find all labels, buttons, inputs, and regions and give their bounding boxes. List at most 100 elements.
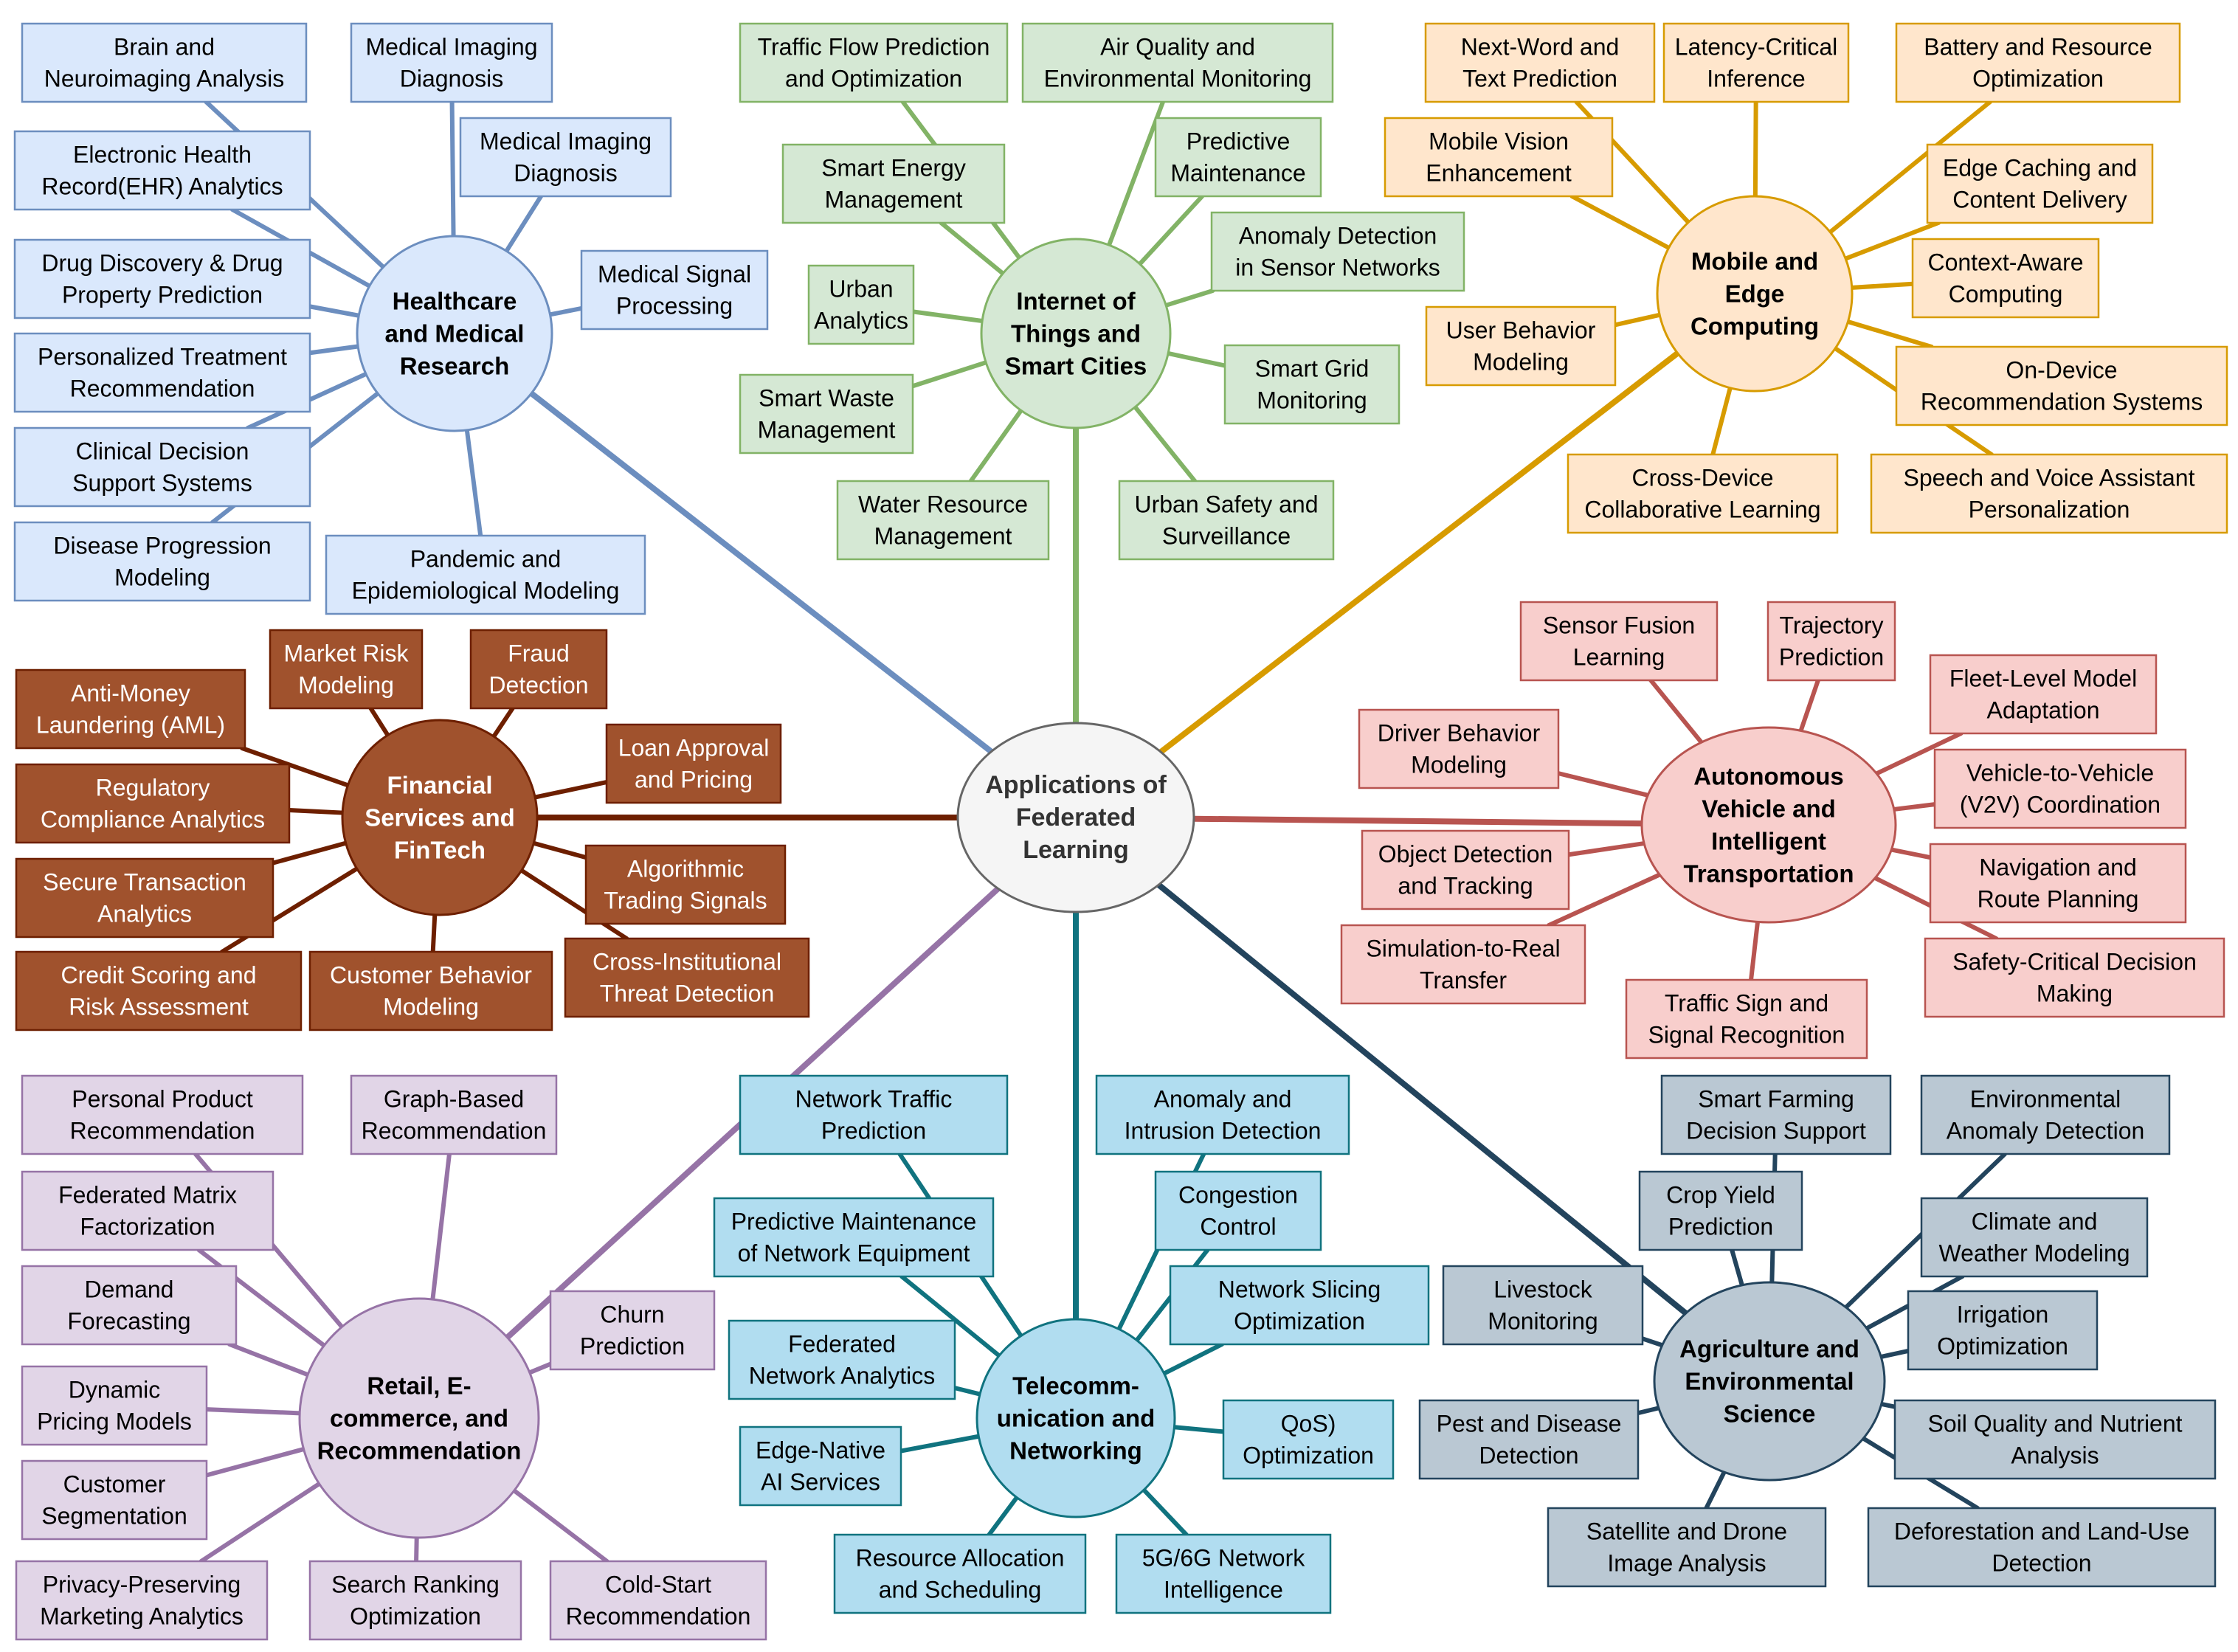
leaf-box	[269, 629, 424, 710]
leaf-box	[1638, 1170, 1803, 1251]
hub-iot-line-3: Smart Cities	[1005, 353, 1147, 380]
leaf-mobile-1-line-1: Next-Word and	[1461, 34, 1620, 61]
leaf-mobile-2-line-1: Latency-Critical	[1675, 34, 1838, 61]
leaf-iot-10-line-1: Urban Safety and	[1134, 491, 1318, 518]
leaf-agriculture-9-line-2: Image Analysis	[1607, 1550, 1766, 1577]
leaf-box	[15, 1560, 269, 1641]
leaf-box	[469, 629, 608, 710]
leaf-healthcare-8-line-2: Support Systems	[72, 470, 252, 497]
leaf-finance-5-line-2: Compliance Analytics	[41, 806, 265, 833]
leaf-box	[836, 480, 1050, 561]
spoke-finance-2	[491, 706, 515, 739]
spoke-telecom-4	[899, 1274, 1002, 1358]
leaf-box	[1660, 1074, 1892, 1155]
spoke-healthcare-5	[308, 304, 362, 318]
hub-telecom-line-3: Networking	[1009, 1437, 1142, 1465]
spoke-iot-5	[1164, 288, 1215, 308]
leaf-retail-9-line-1: Search Ranking	[331, 1572, 500, 1598]
hub-circle	[1656, 195, 1854, 393]
spoke-agriculture-7	[1636, 1406, 1661, 1416]
leaf-healthcare-2-line-1: Medical Imaging	[366, 34, 538, 61]
leaf-box	[1926, 143, 2154, 224]
leaf-telecom-9-line-1: Resource Allocation	[856, 1545, 1065, 1572]
leaf-box	[549, 1290, 716, 1371]
leaf-telecom-2-line-1: Anomaly and	[1154, 1086, 1292, 1113]
spoke-retail-10	[511, 1488, 609, 1563]
leaf-iot-7-line-1: Smart Grid	[1255, 356, 1370, 382]
spoke-iot-7	[1166, 350, 1227, 368]
leaf-autonomous-8-line-2: Transfer	[1420, 967, 1507, 994]
leaf-finance-5-line-1: Regulatory	[96, 775, 210, 801]
leaf-mobile-8-line-1: On-Device	[2006, 357, 2117, 384]
spoke-healthcare-3	[504, 194, 544, 254]
spoke-mobile-5	[1843, 221, 1941, 261]
leaf-mobile-3-line-1: Battery and Resource	[1924, 34, 2152, 61]
spoke-autonomous-7	[1889, 847, 1933, 860]
leaf-healthcare-5-line-2: Property Prediction	[62, 282, 263, 308]
leaf-healthcare-8-line-1: Clinical Decision	[76, 438, 249, 465]
leaf-telecom-7-line-1: QoS)	[1281, 1411, 1336, 1437]
hub-circle	[980, 238, 1172, 429]
leaf-healthcare-6-line-1: Medical Signal	[598, 261, 751, 288]
center-line-3: Learning	[1023, 836, 1129, 864]
leaf-autonomous-5: Vehicle-to-Vehicle(V2V) Coordination	[1933, 748, 2187, 829]
leaf-box	[1223, 344, 1401, 425]
hub-agriculture-line-1: Agriculture and	[1679, 1335, 1859, 1363]
leaf-healthcare-4-line-2: Record(EHR) Analytics	[41, 173, 283, 200]
leaf-retail-2-line-1: Graph-Based	[384, 1086, 524, 1113]
leaf-retail-1-line-2: Recommendation	[70, 1118, 255, 1144]
spoke-telecom-8	[899, 1434, 981, 1454]
spoke-iot-2	[1107, 100, 1166, 248]
leaf-healthcare-3-line-1: Medical Imaging	[480, 128, 652, 155]
leaf-telecom-5-line-1: Network Slicing	[1218, 1276, 1381, 1303]
leaf-box	[1870, 453, 2228, 534]
leaf-iot-3-line-2: Management	[825, 187, 963, 213]
leaf-autonomous-9-line-1: Safety-Critical Decision	[1952, 949, 2197, 975]
leaf-box	[1867, 1507, 2217, 1588]
leaf-box	[13, 426, 311, 508]
leaf-box	[21, 1365, 208, 1446]
leaf-agriculture-8-line-1: Soil Quality and Nutrient	[1927, 1411, 2182, 1437]
leaf-box	[13, 130, 311, 211]
leaf-iot-2-line-1: Air Quality and	[1100, 34, 1255, 61]
leaf-box	[1340, 924, 1586, 1005]
leaf-box	[1662, 22, 1850, 103]
spoke-finance-6	[531, 840, 588, 860]
leaf-finance-8-line-1: Cross-Institutional	[593, 949, 781, 975]
leaf-box	[739, 1425, 902, 1507]
leaf-box	[1115, 1533, 1332, 1614]
leaf-healthcare-6-line-2: Processing	[616, 293, 733, 319]
leaf-box	[21, 1074, 304, 1155]
spoke-telecom-9	[987, 1495, 1020, 1537]
leaf-finance-4-line-1: Loan Approval	[618, 735, 770, 761]
leaf-autonomous-1-line-2: Learning	[1573, 644, 1665, 671]
spoke-retail-6	[204, 1407, 303, 1416]
leaf-retail-5-line-2: Forecasting	[67, 1308, 190, 1335]
center-line-2: Federated	[1016, 803, 1136, 832]
spoke-retail-8	[198, 1481, 322, 1563]
leaf-box	[1358, 708, 1560, 789]
hub-retail-line-2: commerce, and	[330, 1405, 508, 1432]
spoke-retail-2	[430, 1152, 452, 1302]
hub-finance-line-3: FinTech	[394, 837, 486, 864]
leaf-box	[1169, 1265, 1430, 1346]
